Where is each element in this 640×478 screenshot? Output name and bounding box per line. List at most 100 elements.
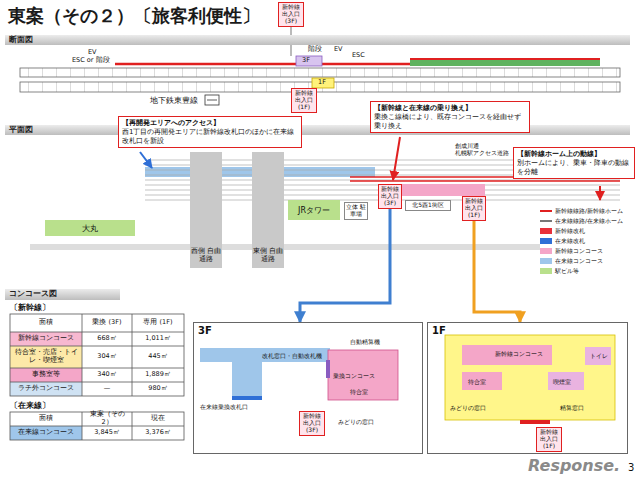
box-text: 1F (432, 325, 623, 336)
legend-text: 新幹線線路/新幹線ホーム (555, 207, 623, 216)
table-cell: 445㎡ (132, 346, 184, 368)
callout-box: 【新幹線と在来線の乗り換え】乗換こ線橋により、既存コンコースを経由せず乗り換え (370, 101, 530, 133)
page-title: 東案（その２）〔旅客利便性〕 (8, 4, 260, 28)
area-table-part (132, 314, 133, 396)
box-text: 新幹線 出入口 (3F) (280, 4, 302, 25)
box-text: 大丸 (82, 223, 98, 234)
connector-arrow (474, 221, 520, 322)
floor-plan-3f (200, 348, 398, 400)
room-label: 待合室 (468, 378, 486, 385)
box-text: 新幹線 出入口 (1F) (464, 198, 484, 219)
floor-plan-1f-part (445, 335, 615, 420)
table-cell: 3,376㎡ (132, 426, 184, 440)
legend-row: 駅ビル等 (540, 266, 623, 276)
table-cell: ラチ外コンコース (10, 382, 82, 396)
legend-text: 新幹線改札 (555, 227, 585, 236)
legend-swatch (540, 268, 552, 274)
section-view-part (322, 63, 410, 66)
watermark: Response. (528, 456, 620, 475)
box-text: コンコース図 (9, 289, 116, 299)
box-text: 新幹線 出入口 (1F) (538, 429, 560, 450)
table-cell: 在来線コンコース (10, 426, 82, 440)
entrance-box: 新幹線 出入口 (1F) (462, 196, 486, 221)
level-label: ESC or 階段 (72, 57, 110, 65)
line-name: 地下鉄東豊線 (150, 96, 198, 106)
room-label: 喫煙室 (553, 378, 571, 385)
box-body-text: 西1丁目の再開発エリアに新幹線改札口のほかに在来線改札口を新設 (122, 128, 298, 146)
section-view-part (410, 60, 600, 66)
table-heading: 〔新幹線〕 (10, 303, 50, 312)
inset-panel: 3F 新幹線 出入口 (3F) (193, 322, 423, 454)
floor-plan-3f-part (232, 396, 262, 400)
section-band: 断面図 (5, 35, 630, 45)
room-label: 乗換コンコース (333, 372, 375, 379)
line-sample (540, 220, 552, 222)
box-text: 東側 自由通路 (252, 248, 284, 264)
table-cell: 現在 (132, 412, 184, 426)
level-label: EV (334, 46, 343, 54)
table-cell: 乗換 (3F) (82, 314, 132, 332)
box-text: 3F (198, 325, 418, 336)
entrance-box: 新幹線 出入口 (1F) (536, 427, 562, 452)
legend-swatch (540, 228, 552, 234)
legend-row: 新幹線線路/新幹線ホーム (540, 206, 623, 216)
floor-plan-1f (445, 335, 615, 424)
table-cell: 980㎡ (132, 382, 184, 396)
table-cell: 3,845㎡ (82, 426, 132, 440)
room-label: 新幹線コンコース (495, 350, 543, 357)
callout-box: 【新幹線ホーム上の動線】別ホームにより、乗車・降車の動線を分離 (513, 147, 635, 179)
section-view-part (207, 100, 217, 101)
area-table-part (10, 368, 184, 369)
box-text: 北5西1街区 (407, 202, 449, 209)
area-table-part (10, 412, 184, 440)
area-table-part (10, 382, 184, 383)
passage-band: 西側 自由通路 (190, 152, 222, 268)
entrance-box: 新幹線 出入口 (1F) (291, 88, 317, 113)
box-text: 新幹線 出入口 (3F) (301, 413, 323, 434)
box-text: 立体 駐車場 (346, 204, 366, 218)
section-view-part (312, 78, 334, 88)
area-table-part (10, 332, 184, 333)
legend-row: 在来線コンコース (540, 256, 623, 266)
room-label: みどりの窓口 (338, 418, 374, 425)
area-table-part (10, 314, 184, 396)
floor-plan-1f-part (462, 345, 552, 365)
floor-plan-1f-part (520, 420, 550, 424)
building-block: JRタワー (288, 200, 340, 220)
table-cell: 304㎡ (82, 346, 132, 368)
legend-swatch (540, 238, 552, 244)
line-sample (540, 210, 552, 212)
area-table-part (10, 426, 184, 427)
box-text: 【新幹線ホーム上の動線】 (517, 150, 631, 159)
legend: 新幹線線路/新幹線ホーム在来線線路/在来線ホーム新幹線改札在来線改札新幹線コンコ… (540, 206, 623, 276)
table-cell: 668㎡ (82, 332, 132, 346)
box-text: 西側 自由通路 (190, 248, 222, 264)
building-block: 大丸 (45, 220, 135, 236)
area-table-part (82, 412, 83, 440)
room-label: 待合室 (350, 388, 368, 395)
table-cell: 新幹線コンコース (10, 332, 82, 346)
legend-text: 在来線線路/在来線ホーム (555, 217, 623, 226)
table-cell: 1,011㎡ (132, 332, 184, 346)
level-label: 階段 (308, 46, 322, 54)
room-label: トイレ (590, 352, 608, 359)
section-view-part (20, 68, 620, 77)
entrance-box: 新幹線 出入口 (3F) (278, 2, 304, 27)
table-heading: 〔在来線〕 (10, 401, 50, 410)
plan-view-part (599, 186, 601, 200)
plan-view-part (393, 137, 400, 180)
floor-label: 1F (318, 79, 326, 87)
legend-row: 新幹線改札 (540, 226, 623, 236)
area-table-part (10, 368, 82, 382)
plan-view-part (140, 152, 152, 168)
area-box: 立体 駐車場 (344, 202, 368, 220)
area-box: 北5西1街区 (405, 200, 451, 211)
box-text: JRタワー (298, 205, 330, 216)
table-cell: 面積 (10, 314, 82, 332)
legend-row: 在来線線路/在来線ホーム (540, 216, 623, 226)
box-body-text: 乗換こ線橋により、既存コンコースを経由せず乗り換え (374, 113, 526, 131)
plan-view-part (30, 244, 540, 250)
level-label: EV (88, 49, 97, 57)
level-label: ESC (352, 52, 365, 60)
